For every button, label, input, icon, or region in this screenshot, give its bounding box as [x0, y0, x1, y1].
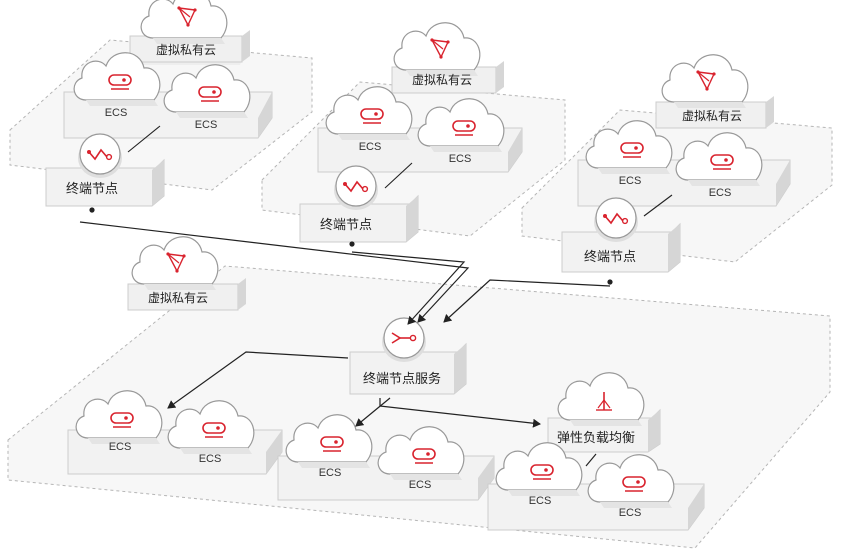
ecs-group-bottom-3: ECS ECS [487, 442, 705, 531]
ecs-label: ECS [619, 175, 642, 187]
vpc-card-1: 虚拟私有云 [129, 0, 250, 65]
connectors [79, 207, 613, 467]
ecs-group-top-1: ECS ECS [63, 52, 273, 139]
ecs-label: ECS [199, 453, 222, 465]
edge-elb-ecs3 [585, 453, 597, 467]
ecs-label: ECS [105, 107, 128, 119]
endpoint-card-2: 终端节点 [299, 165, 419, 243]
endpoint-label: 终端节点 [584, 249, 636, 265]
edge-ep1-eps [79, 221, 470, 323]
endpoint-icon [333, 165, 379, 211]
ecs-group-bottom-2: ECS ECS [277, 414, 495, 501]
vpc-icon [661, 54, 749, 109]
vpc-label: 虚拟私有云 [156, 43, 216, 57]
vpc-card-3: 虚拟私有云 [655, 54, 774, 129]
endpoint-card-1: 终端节点 [45, 133, 165, 207]
endpoint-service-card: 终端节点服务 [349, 317, 467, 395]
ecs-label: ECS [195, 119, 218, 131]
edge-ep2-eps [351, 251, 466, 325]
edge-eps-elb [379, 398, 541, 428]
ecs-label: ECS [319, 467, 342, 479]
vpc-card-2: 虚拟私有云 [391, 22, 504, 94]
vpc-icon [131, 236, 219, 291]
ecs-group-bottom-1: ECS ECS [67, 390, 283, 475]
ecs-label: ECS [709, 187, 732, 199]
edge-ep3-eps [443, 279, 611, 323]
ecs-group-top-2: ECS ECS [317, 86, 523, 173]
ecs-label: ECS [449, 153, 472, 165]
elb-card: 弹性负载均衡 [547, 372, 661, 453]
endpoint-icon [593, 197, 639, 243]
ecs-label: ECS [619, 507, 642, 519]
vpc-label: 虚拟私有云 [148, 291, 208, 305]
elb-label: 弹性负载均衡 [557, 431, 635, 446]
vpc-card-4: 虚拟私有云 [127, 236, 246, 311]
vpc-label: 虚拟私有云 [412, 73, 472, 87]
vpc-icon [140, 0, 228, 45]
ecs-group-top-3: ECS ECS [577, 120, 791, 207]
ecs-label: ECS [109, 441, 132, 453]
ecs-label: ECS [409, 479, 432, 491]
edge-eps-ecs2 [355, 397, 391, 427]
edge-eps-ecs1 [167, 351, 349, 409]
endpoint-label: 终端节点 [66, 181, 118, 197]
endpoint-label: 终端节点 [320, 217, 372, 233]
ecs-label: ECS [359, 141, 382, 153]
endpoint-card-3: 终端节点 [561, 197, 681, 273]
endpoint-service-label: 终端节点服务 [363, 371, 441, 387]
ecs-label: ECS [529, 495, 552, 507]
endpoint-service-icon [381, 317, 427, 363]
vpc-label: 虚拟私有云 [682, 109, 742, 123]
endpoint-icon [77, 133, 123, 179]
